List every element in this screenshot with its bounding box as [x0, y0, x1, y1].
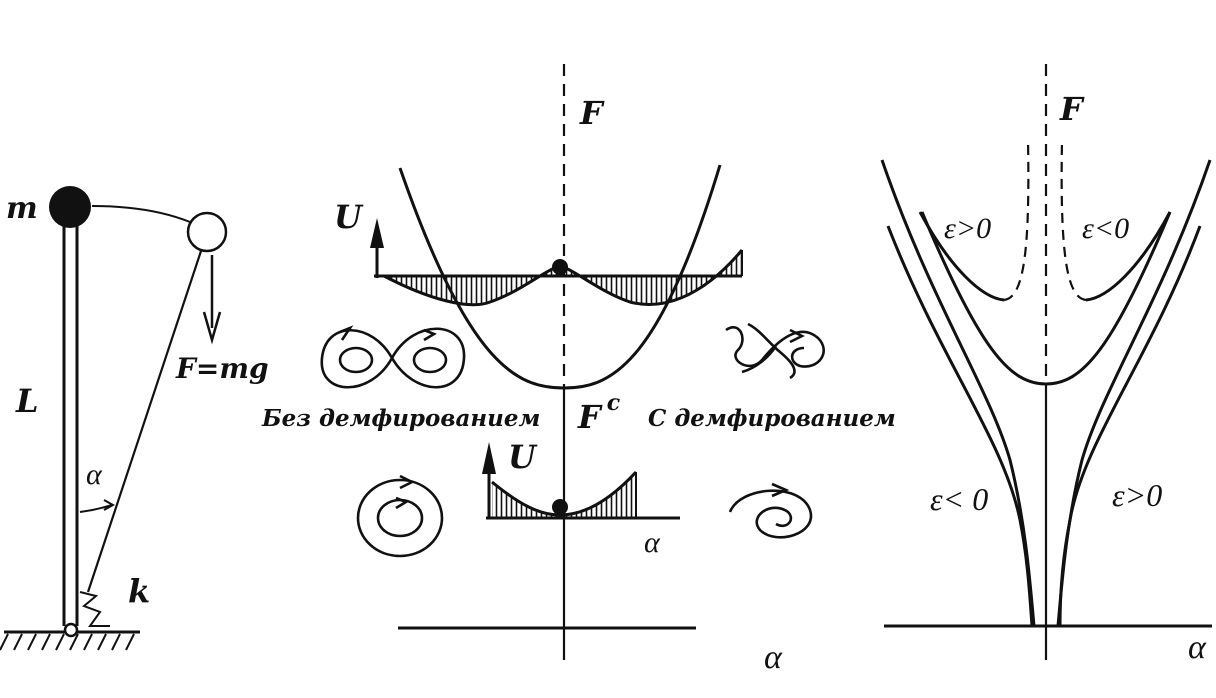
- force-label: F=mg: [175, 352, 269, 385]
- upper-branch-right-solid: [1085, 211, 1172, 302]
- outer-branch-right: [1056, 159, 1212, 627]
- eps-lower-right-label: ε>0: [1112, 477, 1162, 513]
- upper-branch-left-dashed: [1003, 139, 1030, 302]
- spiral-phase-portrait: [728, 482, 813, 539]
- upper-branch-right-dashed: [1060, 139, 1087, 302]
- center-phase-portrait: [356, 474, 444, 558]
- eps-upper-left-label: ε>0: [944, 212, 991, 245]
- spring: [79, 591, 110, 627]
- mass-label: m: [6, 191, 38, 226]
- middle-alpha-label: α: [764, 639, 783, 676]
- symmetric-branch: [920, 211, 1172, 386]
- upper-u-label: U: [334, 198, 364, 236]
- displaced-rod: [86, 250, 203, 593]
- pendulum-rod: [62, 222, 79, 626]
- lower-alpha-label: α: [644, 526, 661, 559]
- angle-label: α: [86, 458, 103, 491]
- force-arrow: [202, 255, 222, 345]
- inner-branch-left: [886, 225, 1034, 627]
- right-alpha-label: α: [1188, 629, 1207, 666]
- lower-potential: [482, 442, 680, 520]
- length-label: L: [15, 382, 39, 420]
- swing-arc: [91, 205, 191, 223]
- angle-arc: [79, 499, 116, 513]
- pendulum-panel: m L F=mg α k: [0, 186, 269, 651]
- displaced-mass: [186, 211, 228, 253]
- pivot: [63, 622, 79, 638]
- right-f-label: F: [1059, 90, 1085, 128]
- damping-label: С демфированием: [648, 405, 896, 432]
- upper-potential: [370, 218, 744, 307]
- inner-branch-right: [1058, 225, 1202, 627]
- spring-label: k: [128, 572, 150, 610]
- figure-eight-phase-portrait: [320, 325, 466, 389]
- mass-ball: [49, 186, 91, 228]
- no-damping-label: Без демфированием: [261, 405, 540, 432]
- middle-f-label: F: [579, 94, 605, 132]
- right-panel: F α ε>0 ε<0 ε< 0 ε>0: [880, 64, 1212, 666]
- damped-separatrix-phase-portrait: [725, 322, 825, 380]
- eps-upper-right-label: ε<0: [1082, 212, 1129, 245]
- upper-branch-left-solid: [918, 211, 1005, 302]
- eps-lower-left-label: ε< 0: [930, 481, 988, 517]
- lower-u-label: U: [508, 438, 538, 476]
